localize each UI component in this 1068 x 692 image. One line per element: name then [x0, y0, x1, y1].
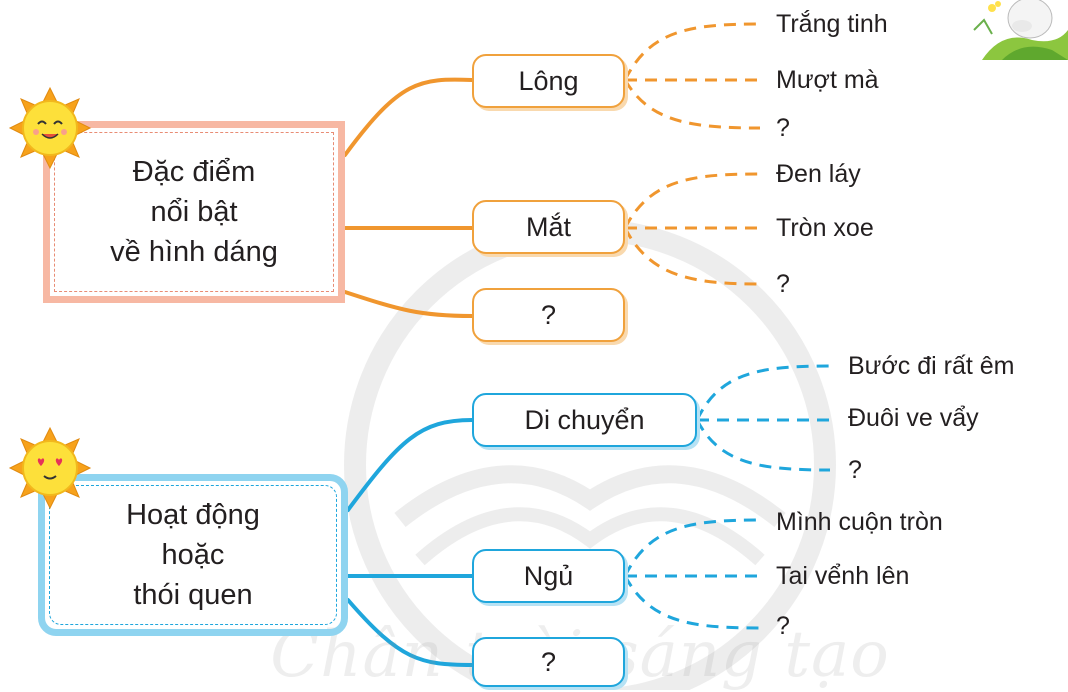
- leaf-trang-tinh: Trắng tinh: [776, 10, 888, 38]
- leaf-den-lay: Đen láy: [776, 160, 861, 188]
- leaf-unknown: ?: [776, 270, 790, 298]
- branch-label: ?: [540, 646, 557, 677]
- leaf-tron-xoe: Tròn xoe: [776, 214, 874, 242]
- smiling-sun-icon: [8, 86, 92, 170]
- blue-trunk-lines: [346, 418, 474, 667]
- branch-node-di-chuyen: Di chuyển: [472, 393, 697, 447]
- branch-node-ngu: Ngủ: [472, 549, 625, 603]
- leaf-unknown: ?: [848, 456, 862, 484]
- main-topic-activities: Hoạt động hoặc thói quen: [38, 474, 348, 636]
- main-topic-appearance: Đặc điểm nổi bật về hình dáng: [43, 121, 345, 303]
- leaf-minh-cuon-tron: Mình cuộn tròn: [776, 508, 943, 536]
- branch-label: Di chuyển: [524, 404, 645, 435]
- leaf-unknown: ?: [776, 612, 790, 640]
- branch-label: ?: [540, 299, 557, 330]
- dashed-inner-border: [54, 132, 334, 292]
- branch-node-mat: Mắt: [472, 200, 625, 254]
- leaf-duoi-ve-vay: Đuôi ve vẩy: [848, 404, 979, 432]
- branch-node-long: Lông: [472, 54, 625, 108]
- leaf-buoc-di-rat-em: Bước đi rất êm: [848, 352, 1015, 380]
- leaf-muot-ma: Mượt mà: [776, 66, 879, 94]
- orange-trunk-lines: [343, 77, 474, 318]
- leaf-tai-venh-len: Tai vểnh lên: [776, 562, 910, 590]
- blue-leaf-lines: [623, 364, 831, 630]
- heart-eyes-sun-icon: [8, 426, 92, 510]
- main-topic-label: Đặc điểm nổi bật về hình dáng: [110, 156, 278, 268]
- main-topic-label: Hoạt động hoặc thói quen: [126, 499, 260, 611]
- bunny-illustration: [972, 0, 1068, 60]
- branch-node-unknown: ?: [472, 288, 625, 342]
- branch-label: Lông: [518, 65, 579, 96]
- branch-label: Mắt: [525, 211, 571, 242]
- dashed-inner-border: [49, 485, 337, 625]
- branch-label: Ngủ: [523, 560, 574, 591]
- orange-leaf-lines: [623, 22, 761, 286]
- branch-node-unknown: ?: [472, 637, 625, 687]
- leaf-unknown: ?: [776, 114, 790, 142]
